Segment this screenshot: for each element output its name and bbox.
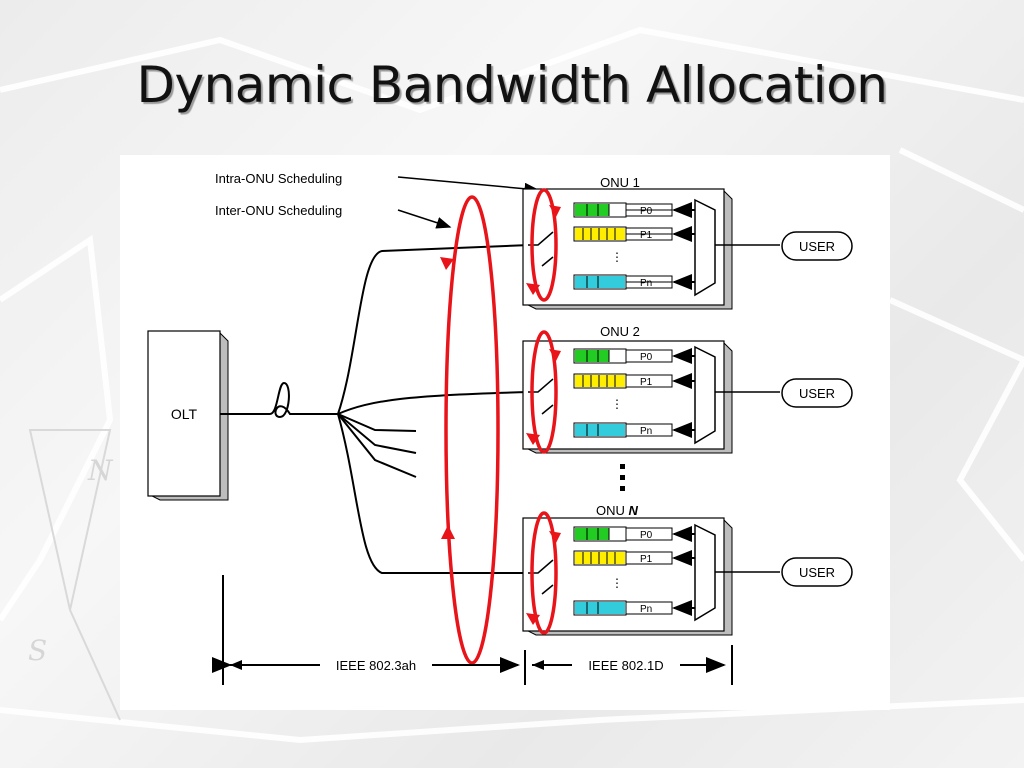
intra-onu-scheduling-label: Intra-ONU Scheduling [215,171,342,186]
more-onus-ellipsis [620,464,625,491]
ieee-802-1d-label: IEEE 802.1D [588,658,663,673]
dba-diagram: Intra-ONU Scheduling Inter-ONU Schedulin… [120,155,890,710]
intra-onu-1-ellipse [530,188,558,302]
ieee-802-3ah-label: IEEE 802.3ah [336,658,416,673]
onu-n-p0-label: P0 [640,530,653,541]
onu-2-pn-label: Pn [640,426,652,437]
onu-n: ONU N P0 P1 ⋮ Pn [522,503,780,636]
onu-1-p0-label: P0 [640,206,653,217]
inter-callout-arrow [397,209,452,229]
onu-2-label: ONU 2 [600,324,640,339]
slide-title: Dynamic Bandwidth Allocation [136,56,888,114]
user-box-n: USER [781,557,853,587]
onu-1-queue-p1-fill [575,228,625,240]
user-1-label: USER [799,239,835,254]
onu-n-pn-label: Pn [640,604,652,615]
olt-label: OLT [171,406,198,422]
user-n-label: USER [799,565,835,580]
onu-1-queue-p0-fill [575,204,609,216]
onu-1-pn-label: Pn [640,278,652,289]
inter-onu-scheduling-label: Inter-ONU Scheduling [215,203,342,218]
onu-n-label: ONU N [596,503,639,518]
user-box-2: USER [781,378,853,408]
intra-onu-2-ellipse [530,330,558,454]
onu-2: ONU 2 P0 P1 ⋮ Pn [522,324,780,454]
svg-text:S: S [28,634,47,667]
user-2-label: USER [799,386,835,401]
svg-text:N: N [87,454,114,487]
dba-diagram-svg: Intra-ONU Scheduling Inter-ONU Schedulin… [147,171,853,685]
onu-1-queue-pn-fill [575,276,625,288]
onu-1: ONU 1 P0 P1 ⋮ Pn [522,175,780,310]
onu-n-p1-label: P1 [640,554,653,565]
intra-onu-n-ellipse [530,511,558,635]
standards-dimension-lines [212,575,733,685]
scheduling-arrows [444,188,558,665]
svg-text:⋮: ⋮ [611,250,623,264]
onu-1-p1-label: P1 [640,230,653,241]
onu-2-p0-label: P0 [640,352,653,363]
scheduling-arrowheads [440,205,561,625]
onu-1-label: ONU 1 [600,175,640,190]
fiber-trunk [220,381,338,419]
splitter-branches [337,244,531,574]
inter-onu-scheduling-ellipse [444,195,500,665]
intra-callout-arrow [397,176,540,195]
user-box-1: USER [781,231,853,261]
svg-text:⋮: ⋮ [611,576,623,590]
onu-2-p1-label: P1 [640,377,653,388]
svg-text:⋮: ⋮ [611,397,623,411]
olt-box: OLT [147,330,229,501]
